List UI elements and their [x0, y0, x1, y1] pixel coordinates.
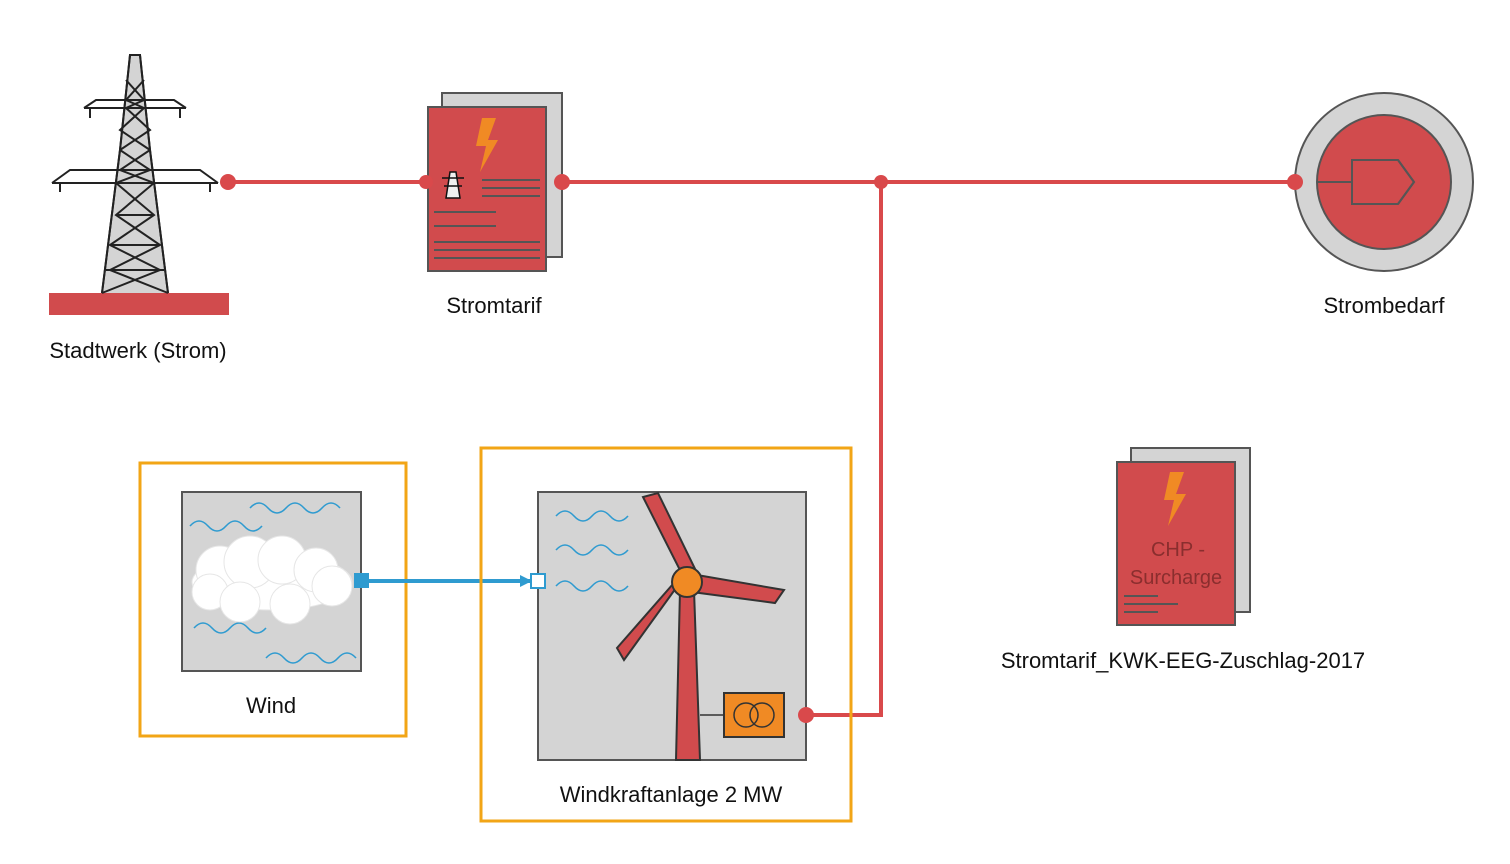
wind-turbine-icon	[537, 491, 807, 761]
small-tower-icon	[442, 171, 464, 199]
power-connections	[228, 175, 1295, 717]
tariff-document-icon	[427, 92, 563, 272]
stadtwerk-port[interactable]	[220, 174, 236, 190]
demand-block[interactable]: Strombedarf	[1287, 92, 1474, 318]
tariff-block[interactable]: Stromtarif	[419, 92, 570, 318]
tariff-label: Stromtarif	[446, 293, 542, 318]
cloud-icon	[191, 535, 353, 625]
chp-tariff-label: Stromtarif_KWK-EEG-Zuschlag-2017	[1001, 648, 1365, 673]
tariff-port-out[interactable]	[554, 174, 570, 190]
turbine-label: Windkraftanlage 2 MW	[560, 782, 783, 807]
consumer-icon	[1294, 92, 1474, 272]
stadtwerk-block[interactable]: Stadtwerk (Strom)	[49, 54, 236, 363]
stadtwerk-label: Stadtwerk (Strom)	[49, 338, 226, 363]
wind-selection-frame	[138, 461, 408, 738]
chp-line2: Surcharge	[1130, 567, 1222, 589]
junction-dot	[874, 175, 888, 189]
turbine-selection-frame	[479, 446, 853, 823]
wind-label: Wind	[246, 693, 296, 718]
tariff-document-icon: CHP - Surcharge	[1116, 447, 1251, 626]
chp-line1: CHP -	[1151, 539, 1205, 561]
wind-weather-icon	[181, 491, 362, 672]
wind-block[interactable]: Wind	[138, 461, 408, 738]
wind-port-out[interactable]	[354, 573, 369, 588]
line-turbine-demand[interactable]	[806, 182, 883, 717]
turbine-block[interactable]: Windkraftanlage 2 MW	[479, 446, 853, 823]
demand-label: Strombedarf	[1323, 293, 1445, 318]
transformer-icon	[723, 692, 785, 738]
tariff-port-in[interactable]	[419, 175, 433, 189]
turbine-port-in[interactable]	[530, 573, 546, 589]
transmission-tower-icon	[49, 54, 229, 315]
demand-port[interactable]	[1287, 174, 1303, 190]
turbine-port-out[interactable]	[798, 707, 814, 723]
chp-tariff-block[interactable]: CHP - Surcharge Stromtarif_KWK-EEG-Zusch…	[1001, 447, 1365, 673]
